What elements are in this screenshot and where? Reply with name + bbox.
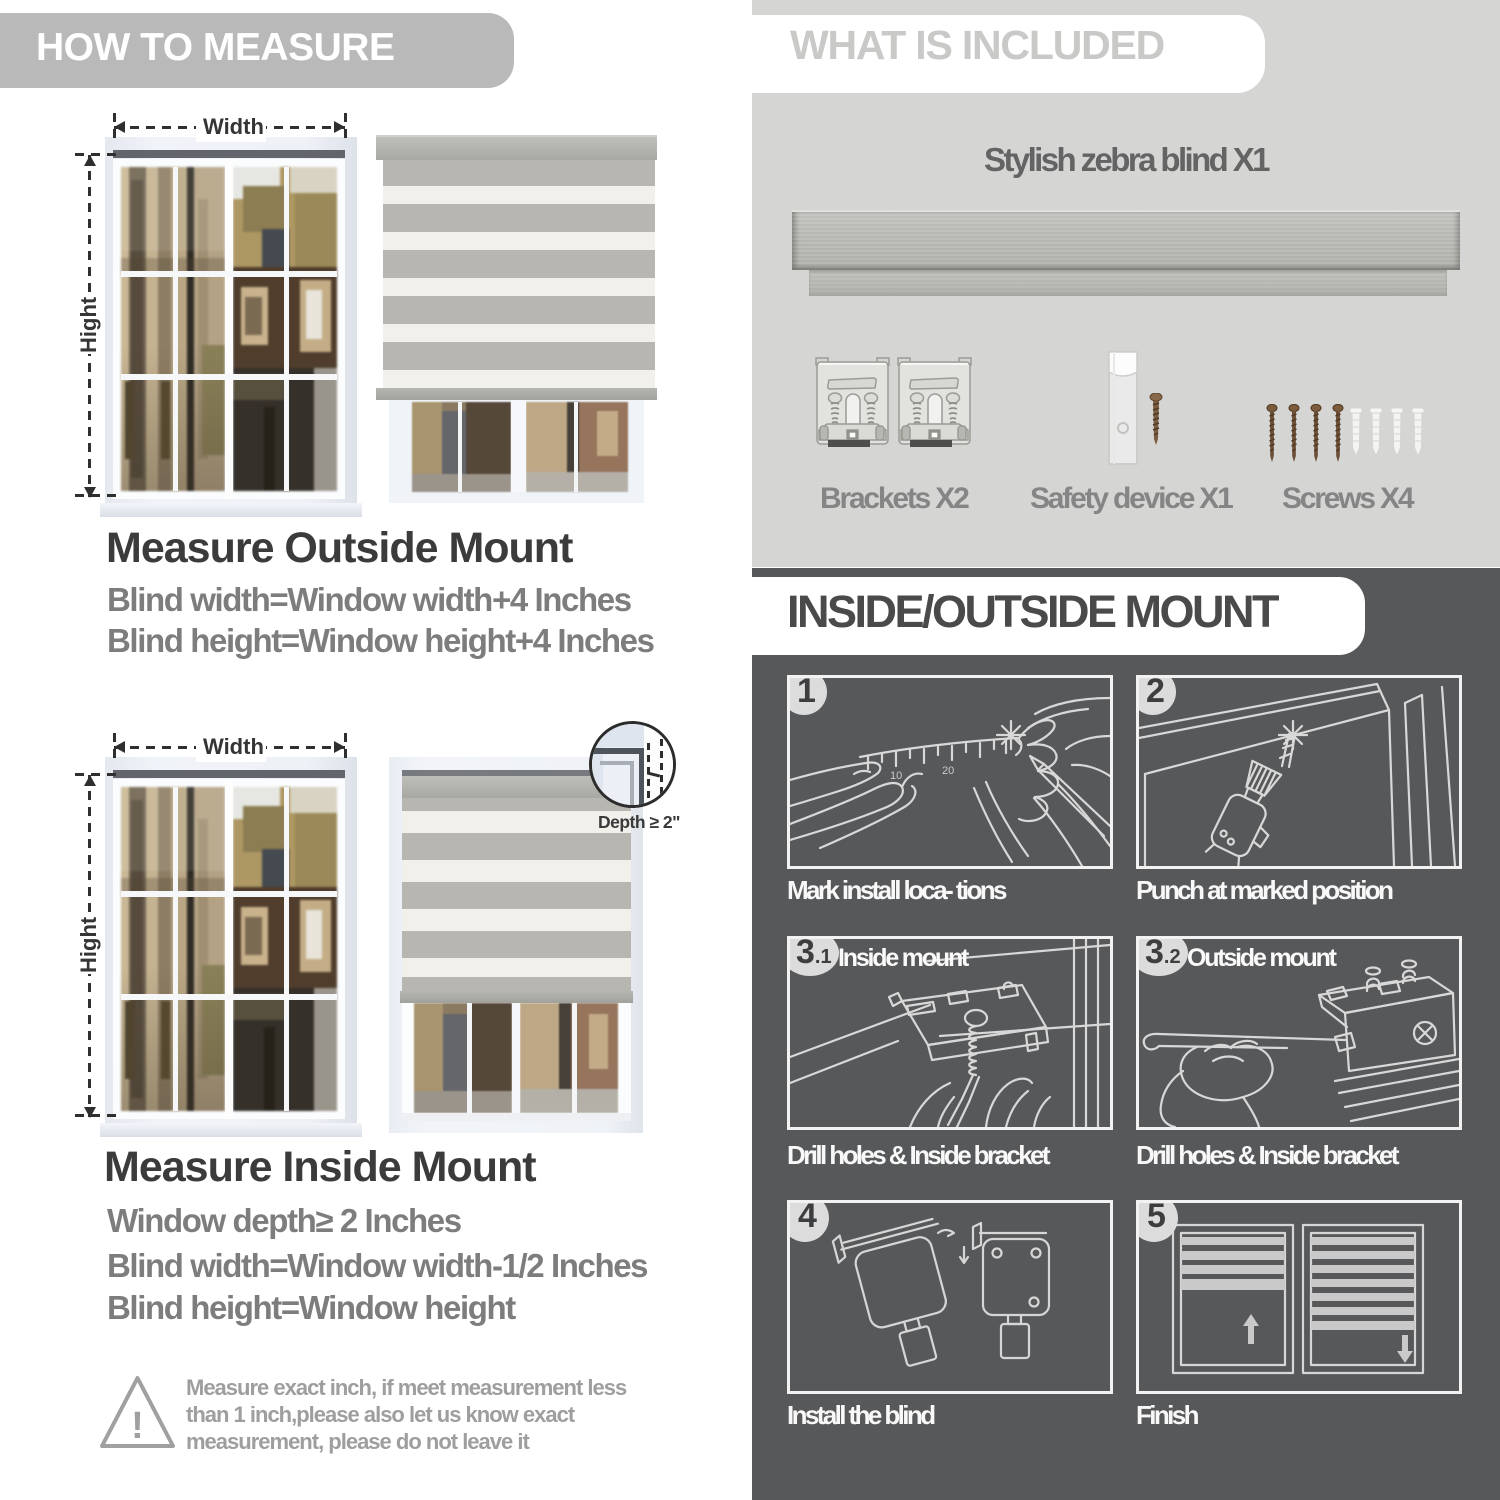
svg-text:20: 20 (942, 765, 954, 777)
svg-text:10: 10 (890, 770, 902, 782)
svg-text:!: ! (131, 1405, 144, 1447)
